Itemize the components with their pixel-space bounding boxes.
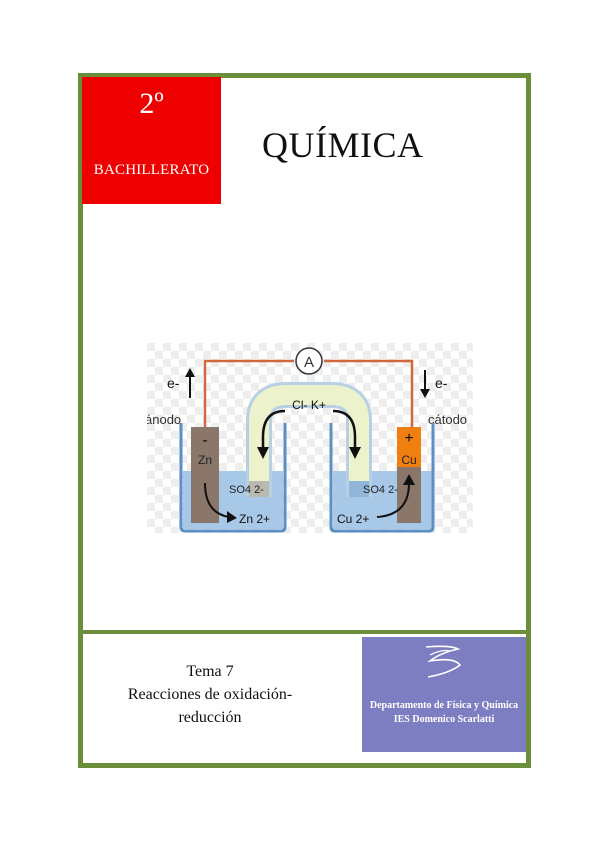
cation-arrow xyxy=(332,409,357,451)
electron-label-right: e- xyxy=(435,375,448,391)
course-badge: 2º BACHILLERATO xyxy=(82,77,221,204)
salt-bridge-plug-right xyxy=(349,481,369,497)
department-logo: Departamento de Física y Química IES Dom… xyxy=(362,637,526,752)
topic-title-line1: Reacciones de oxidación- xyxy=(127,686,293,703)
cathode-metal: Cu xyxy=(401,453,416,467)
galvanic-cell-figure: A e- e- ánodo cátodo Cl- K+ xyxy=(147,343,473,533)
salt-bridge-ions: Cl- K+ xyxy=(292,398,326,412)
external-wire xyxy=(203,359,414,427)
salt-bridge-plug-left xyxy=(249,481,269,497)
zinc-electrode xyxy=(191,427,219,523)
logo-mark-icon xyxy=(425,645,462,678)
electron-arrow-right xyxy=(420,370,430,398)
electron-label-left: e- xyxy=(167,375,180,391)
anode-label: ánodo xyxy=(147,412,181,427)
department-name: Departamento de Física y Química xyxy=(369,700,519,711)
left-beaker xyxy=(179,423,287,533)
course-level: BACHILLERATO xyxy=(93,162,210,178)
course-number: 2º xyxy=(139,87,164,120)
copper-ion-arrow xyxy=(376,482,410,518)
topic-title-line2: reducción xyxy=(178,709,242,726)
page-border xyxy=(78,73,531,768)
anode-metal: Zn xyxy=(198,453,212,467)
anode-sign: - xyxy=(202,432,207,449)
topic-number: Tema 7 xyxy=(186,663,234,680)
copper-electrode xyxy=(397,427,421,467)
salt-bridge-fill xyxy=(249,385,369,493)
ammeter xyxy=(295,347,323,375)
electron-arrow-left xyxy=(185,368,195,398)
ammeter-label: A xyxy=(304,354,314,371)
sulfate-label-right: SO4 2- xyxy=(363,484,398,496)
page-title: QUÍMICA xyxy=(262,125,424,165)
zinc-ion-label: Zn 2+ xyxy=(239,512,270,526)
footer-divider xyxy=(78,630,531,634)
anion-arrow xyxy=(261,409,286,451)
copper-ion-label: Cu 2+ xyxy=(337,512,369,526)
zinc-ion-arrow xyxy=(204,482,230,518)
topic-block: Tema 7 Reacciones de oxidación- reducció… xyxy=(95,660,325,729)
right-beaker xyxy=(329,423,435,533)
school-name: IES Domenico Scarlatti xyxy=(393,714,495,725)
cathode-sign: + xyxy=(404,430,413,447)
cathode-label: cátodo xyxy=(428,412,467,427)
sulfate-label-left: SO4 2- xyxy=(229,484,264,496)
